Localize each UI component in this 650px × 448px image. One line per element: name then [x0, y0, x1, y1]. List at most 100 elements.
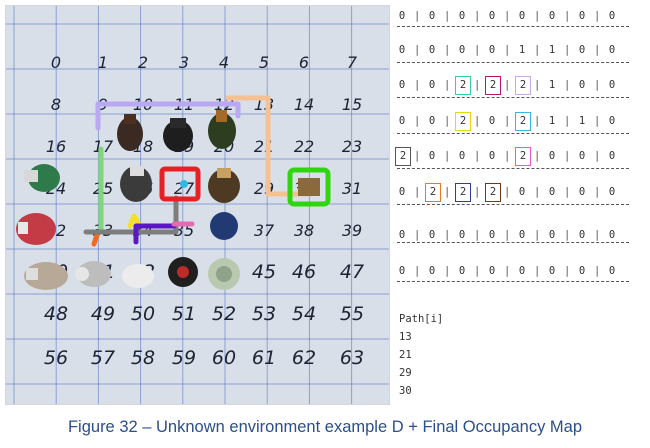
bottle-object	[24, 262, 68, 290]
occupancy-row: 0|0|0|0|1|1|0|0	[393, 42, 650, 58]
occupancy-separator: |	[594, 79, 601, 91]
occupancy-cell: 0	[578, 79, 586, 91]
grid-cell-number: 27	[174, 179, 195, 198]
grid-cell-number: 23	[342, 137, 362, 156]
occupancy-cell: 2	[455, 183, 471, 202]
occupancy-cell: 0	[428, 10, 436, 22]
occupancy-cell: 0	[428, 44, 436, 56]
occupancy-separator: |	[564, 229, 571, 241]
occupancy-cell: 0	[548, 186, 556, 198]
occupancy-separator: |	[444, 79, 451, 91]
occupancy-separator: |	[504, 79, 511, 91]
occupancy-cell: 1	[518, 44, 526, 56]
occupancy-cell: 2	[515, 76, 531, 95]
occupancy-separator: |	[474, 79, 481, 91]
grid-cell-number: 56	[44, 347, 68, 369]
grid-cell-number: 0	[51, 53, 61, 72]
occupancy-cell: 0	[578, 265, 586, 277]
occupancy-separator: |	[594, 265, 601, 277]
occupancy-cell: 0	[398, 44, 406, 56]
grid-cell-number: 22	[294, 137, 314, 156]
occupancy-cell: 0	[488, 229, 496, 241]
grid-cell-number: 62	[292, 347, 316, 369]
occupancy-separator: |	[474, 150, 481, 162]
occupancy-separator: |	[444, 265, 451, 277]
bottle-object	[16, 213, 56, 245]
grid-cell-number: 5	[259, 53, 269, 72]
path-entry: 30	[399, 385, 412, 397]
occupancy-cell: 2	[455, 76, 471, 95]
occupancy-cell: 2	[485, 76, 501, 95]
grid-cell-number: 52	[212, 303, 236, 325]
occupancy-separator: |	[594, 44, 601, 56]
occupancy-cell: 0	[458, 265, 466, 277]
occupancy-cell: 0	[608, 115, 616, 127]
row-divider	[397, 204, 629, 205]
occupancy-row: 0|0|0|0|0|0|0|0	[393, 8, 650, 24]
row-divider	[397, 281, 629, 282]
occupancy-separator: |	[564, 186, 571, 198]
occupancy-separator: |	[504, 186, 511, 198]
occupancy-separator: |	[564, 44, 571, 56]
grid-cell-number: 45	[252, 261, 276, 283]
path-entry: 29	[399, 367, 412, 379]
bottle-object	[163, 118, 193, 152]
path-entry: 21	[399, 349, 412, 361]
occupancy-separator: |	[504, 44, 511, 56]
occupancy-separator: |	[534, 10, 541, 22]
occupancy-separator: |	[534, 150, 541, 162]
grid-cell-number: 31	[342, 179, 362, 198]
occupancy-separator: |	[414, 186, 421, 198]
occupancy-cell: 0	[578, 10, 586, 22]
occupancy-separator: |	[564, 150, 571, 162]
path-yellow	[127, 213, 143, 229]
occupancy-separator: |	[414, 44, 421, 56]
bottle-object	[75, 261, 111, 287]
occupancy-cell: 0	[518, 229, 526, 241]
path-entry: 13	[399, 331, 412, 343]
path-lilac	[95, 101, 241, 131]
bottle-object	[208, 110, 236, 149]
occupancy-cell: 0	[608, 10, 616, 22]
occupancy-cell: 0	[398, 10, 406, 22]
occupancy-separator: |	[534, 44, 541, 56]
occupancy-cell: 2	[395, 147, 411, 166]
row-divider	[397, 26, 629, 27]
occupancy-separator: |	[414, 150, 421, 162]
grid-cell-number: 47	[340, 261, 364, 283]
occupancy-cell: 2	[515, 112, 531, 131]
occupancy-separator: |	[414, 79, 421, 91]
occupancy-separator: |	[564, 265, 571, 277]
target-dot	[180, 180, 188, 188]
grid-cell-number: 60	[212, 347, 236, 369]
occupancy-cell: 0	[578, 229, 586, 241]
occupancy-separator: |	[444, 44, 451, 56]
grid-cell-number: 51	[172, 303, 196, 325]
occupancy-separator: |	[594, 229, 601, 241]
grid-cell-number: 50	[131, 303, 155, 325]
occupancy-separator: |	[414, 115, 421, 127]
occupancy-cell: 0	[488, 115, 496, 127]
occupancy-separator: |	[474, 10, 481, 22]
grid-cell-number: 8	[51, 95, 61, 114]
path-list: Path[i] 13 21 29 30	[399, 310, 443, 400]
grid-cell-number: 2	[138, 53, 148, 72]
bottle-object	[208, 258, 240, 290]
occupancy-cell: 0	[458, 150, 466, 162]
occupancy-row: 0|0|0|0|0|0|0|0	[393, 227, 650, 243]
occupancy-separator: |	[474, 186, 481, 198]
occupancy-separator: |	[444, 115, 451, 127]
grid-cell-number: 17	[93, 137, 114, 156]
occupancy-separator: |	[564, 10, 571, 22]
occupancy-separator: |	[504, 229, 511, 241]
occupancy-separator: |	[564, 79, 571, 91]
occupancy-row: 2|0|0|0|2|0|0|0	[393, 147, 650, 166]
objects	[16, 110, 240, 290]
occupancy-cell: 0	[518, 10, 526, 22]
occupancy-cell: 0	[548, 229, 556, 241]
grid-cell-number: 53	[252, 303, 276, 325]
path-purple	[133, 223, 177, 245]
path-header: Path[i]	[399, 313, 444, 325]
mat-shading	[6, 6, 389, 404]
